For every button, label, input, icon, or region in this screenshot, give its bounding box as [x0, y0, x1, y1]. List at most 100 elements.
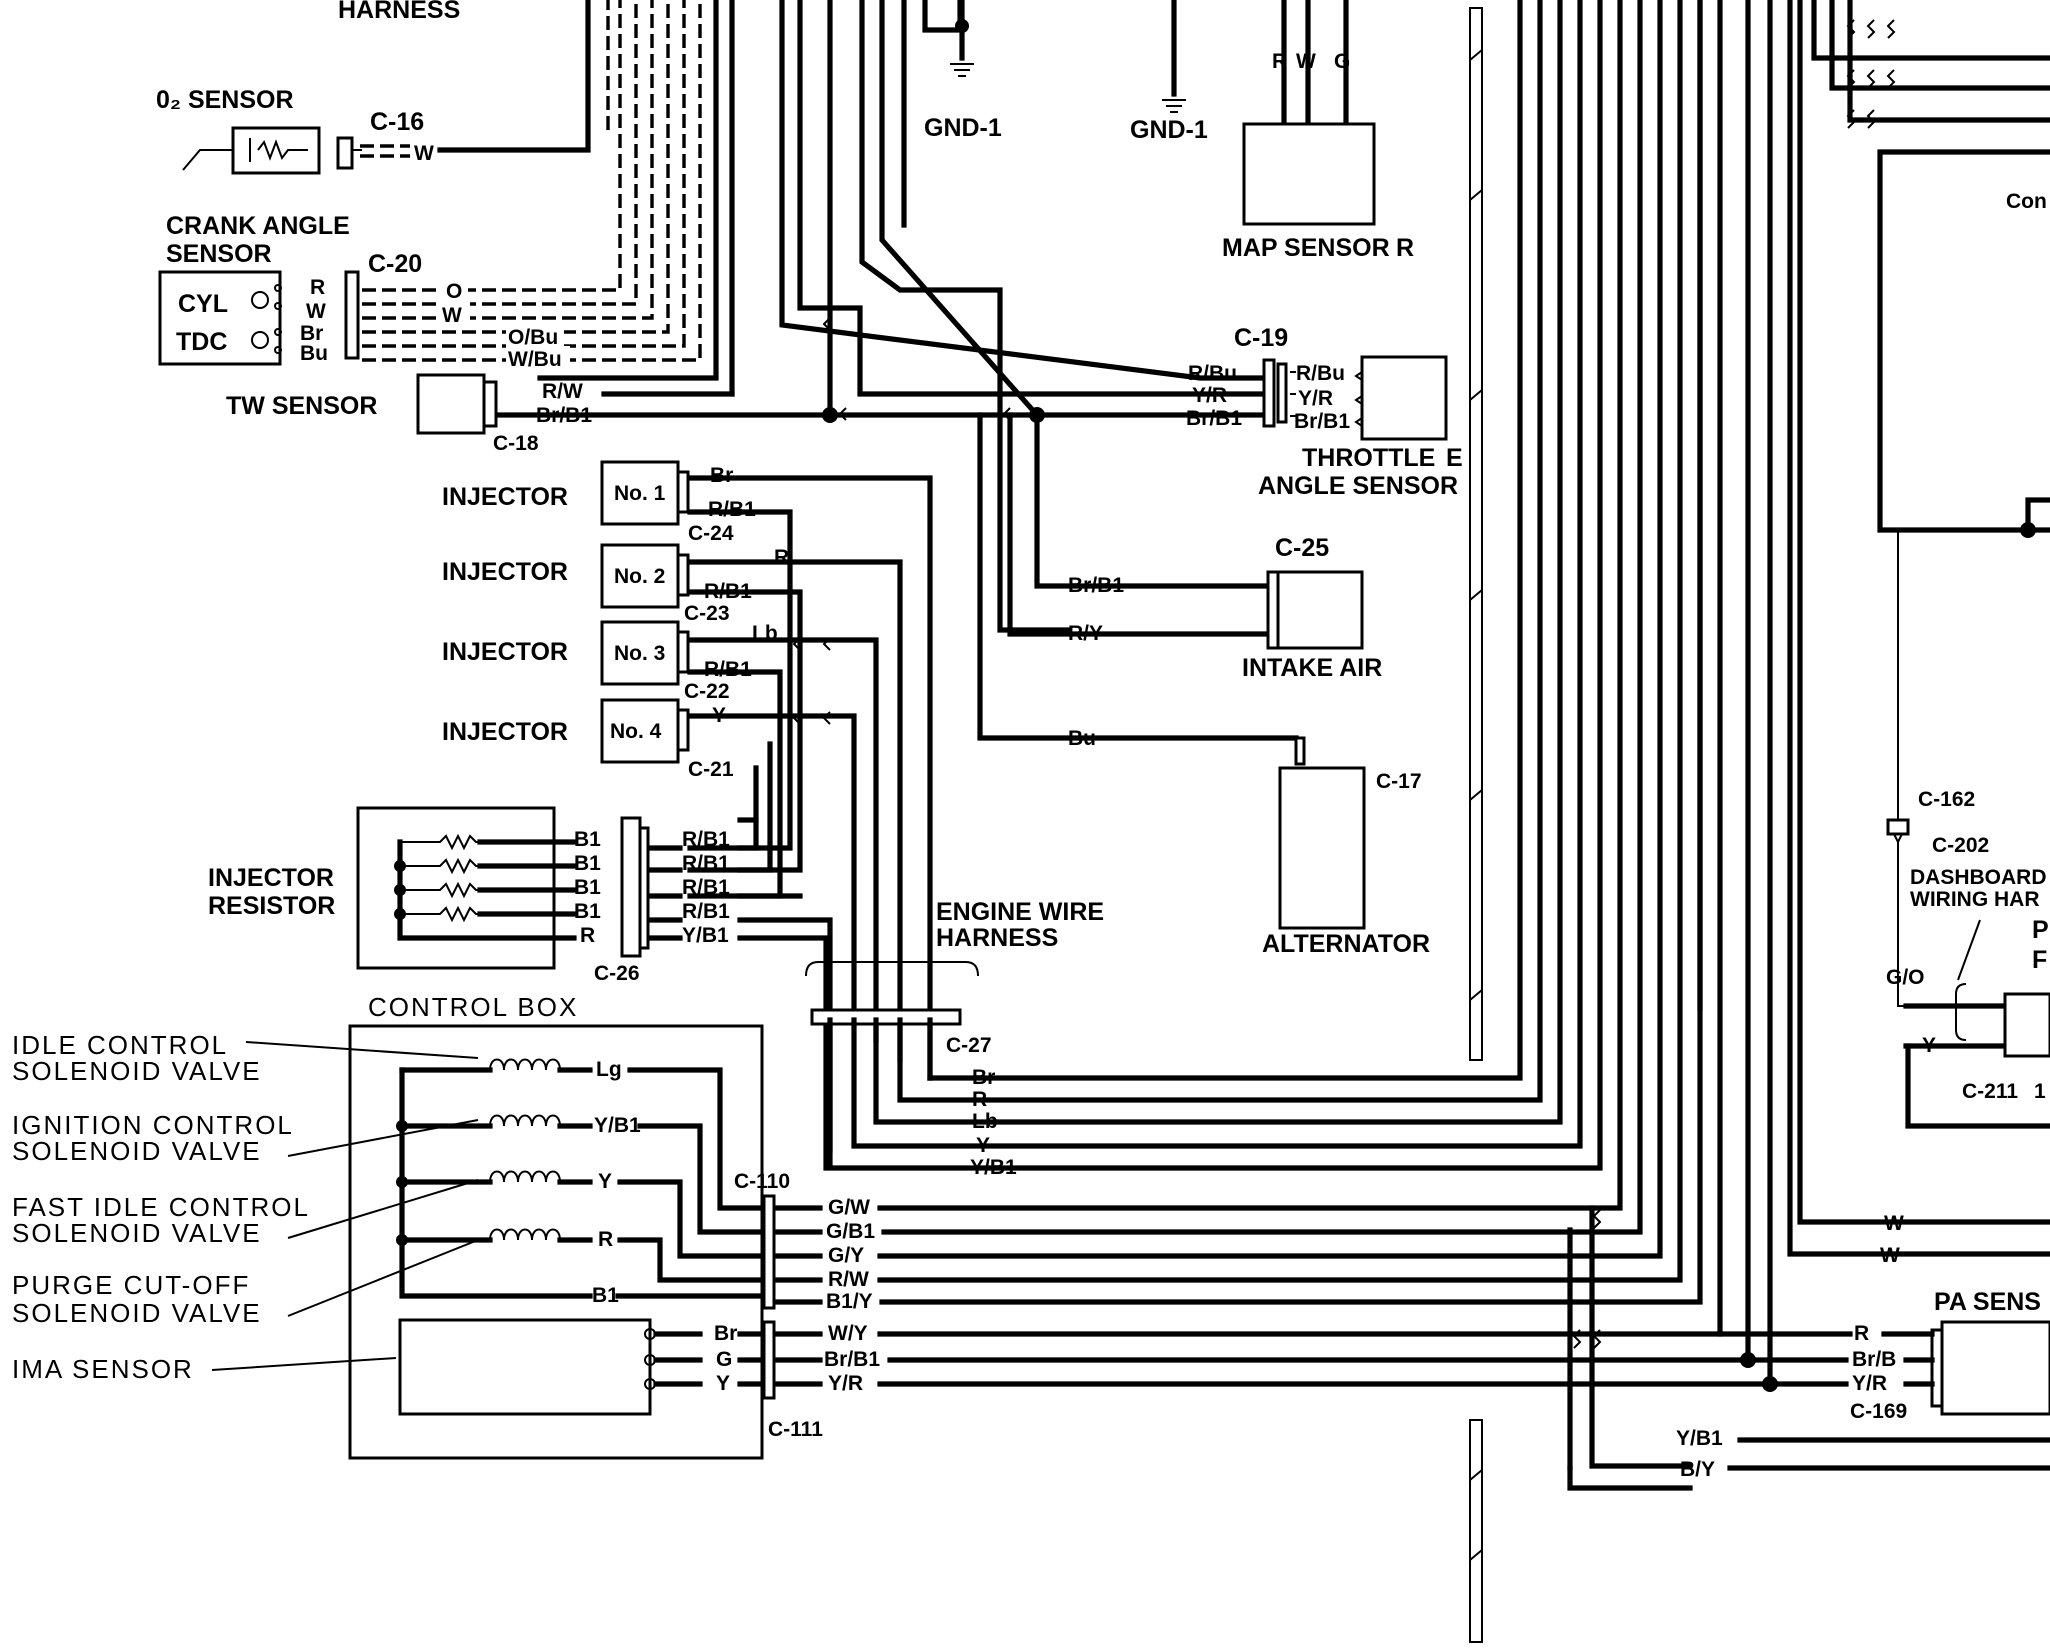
one-partial: 1	[2034, 1080, 2046, 1103]
c110-rw: R/W	[828, 1268, 869, 1291]
purge-callout-2: SOLENOID VALVE	[12, 1298, 262, 1328]
crank-run-wbu: W/Bu	[508, 348, 562, 371]
c18-label: C-18	[493, 432, 539, 455]
c27-out-y: Y	[976, 1134, 990, 1157]
pa-sensor-label: PA SENS	[1934, 1288, 2041, 1316]
thr-right-rbu: R/Bu	[1296, 362, 1345, 385]
ima-callout: IMA SENSOR	[12, 1354, 194, 1384]
pa-pin-brb: Br/B	[1852, 1348, 1896, 1371]
c27-connector	[810, 1008, 962, 1026]
res-left-r: R	[580, 924, 595, 947]
injector-no3-label: No. 3	[614, 642, 665, 665]
page-divider-upper	[1469, 7, 1483, 1061]
c20-label: C-20	[368, 250, 422, 278]
res-right-yb1: Y/B1	[682, 924, 729, 947]
c26-connector	[620, 816, 642, 958]
injector-no2-label: No. 2	[614, 565, 665, 588]
tw-sensor-box	[416, 373, 486, 435]
crank-pins	[251, 284, 282, 354]
idle-callout-1: IDLE CONTROL	[12, 1030, 228, 1060]
tw-wire-rw: R/W	[542, 380, 583, 403]
c110-label: C-110	[734, 1170, 790, 1193]
injector-resistor-label-1: INJECTOR	[208, 864, 334, 892]
inj2-r: R	[774, 546, 789, 569]
sol-y: Y	[598, 1170, 612, 1193]
right-y-label: Y	[1922, 1034, 1936, 1057]
control-box-label: CONTROL BOX	[368, 992, 578, 1022]
injector-label-4: INJECTOR	[442, 718, 568, 746]
c26-label: C-26	[594, 962, 640, 985]
alternator	[1278, 736, 1366, 930]
ima-y: Y	[716, 1372, 730, 1395]
c21-label: C-21	[688, 758, 734, 781]
harness-top-label: HARNESS	[338, 0, 460, 24]
res-right-rb1-2: R/B1	[682, 852, 730, 875]
crank-angle-label-1: CRANK ANGLE	[166, 212, 350, 240]
fast-idle-callout-2: SOLENOID VALVE	[12, 1218, 262, 1248]
c16-label: C-16	[370, 108, 424, 136]
ima-br: Br	[714, 1322, 737, 1345]
o2-sensor	[182, 126, 321, 175]
splice-marks	[792, 19, 1896, 1349]
res-left-b1-1: B1	[574, 828, 601, 851]
c202-label: C-202	[1932, 834, 1989, 857]
c110-b1y: B1/Y	[826, 1290, 873, 1313]
injector-no1	[600, 460, 690, 526]
cyl-label: CYL	[178, 290, 228, 318]
crank-pin-bu: Bu	[300, 342, 328, 365]
throttle-sensor-box	[1360, 355, 1448, 441]
ima-g: G	[716, 1348, 732, 1371]
sol-b1: B1	[592, 1284, 619, 1307]
gnd-1-left-label: GND-1	[924, 114, 1002, 142]
injector-no2	[600, 543, 690, 609]
right-w-1: W	[1884, 1212, 1904, 1235]
crank-run-obu: O/Bu	[508, 326, 558, 349]
o2-wire-w: W	[414, 142, 434, 165]
res-left-b1-4: B1	[574, 900, 601, 923]
ignition-callout-2: SOLENOID VALVE	[12, 1136, 262, 1166]
intake-air-label: INTAKE AIR	[1242, 654, 1382, 682]
injector-no4-label: No. 4	[610, 720, 662, 743]
injector-no3	[600, 620, 690, 686]
c211-label: C-211	[1962, 1080, 2018, 1103]
res-right-rb1-4: R/B1	[682, 900, 730, 923]
engine-wire-harness-label-2: HARNESS	[936, 924, 1058, 952]
map-sensor-label: MAP SENSOR	[1222, 234, 1390, 262]
throttle-label-1: THROTTLE	[1302, 444, 1435, 472]
idle-callout-2: SOLENOID VALVE	[12, 1056, 262, 1086]
sol-lg: Lg	[596, 1058, 622, 1081]
c24-label: C-24	[688, 522, 734, 545]
c16-connector	[336, 136, 362, 170]
c169-label: C-169	[1850, 1400, 1907, 1423]
crank-angle-label-2: SENSOR	[166, 240, 272, 268]
c162-label: C-162	[1918, 788, 1975, 811]
purge-callout-1: PURGE CUT-OFF	[12, 1270, 250, 1300]
crank-pin-w: W	[306, 300, 326, 323]
p-partial: P	[2032, 916, 2049, 944]
c25-label: C-25	[1275, 534, 1329, 562]
intake-ry: R/Y	[1068, 622, 1103, 645]
con-partial: Con	[2006, 190, 2047, 213]
right-w-2: W	[1880, 1244, 1900, 1267]
c17-label: C-17	[1376, 770, 1422, 793]
pa-pin-r: R	[1854, 1322, 1869, 1345]
c19-connector	[1262, 358, 1276, 428]
sol-r: R	[598, 1228, 613, 1251]
bottom-yb1: Y/B1	[1676, 1427, 1723, 1450]
throttle-suffix: E	[1446, 444, 1463, 472]
throttle-label-2: ANGLE SENSOR	[1258, 472, 1458, 500]
c20-connector	[344, 270, 360, 360]
c111-connector	[762, 1320, 776, 1400]
sol-yb1: Y/B1	[594, 1114, 641, 1137]
c23-label: C-23	[684, 602, 730, 625]
tw-sensor-label: TW SENSOR	[226, 392, 377, 420]
res-right-rb1-1: R/B1	[682, 828, 730, 851]
c27-out-r: R	[972, 1088, 987, 1111]
c110-gy: G/Y	[828, 1244, 864, 1267]
injector-no1-label: No. 1	[614, 482, 666, 505]
dashboard-label-2: WIRING HAR	[1910, 888, 2040, 911]
tdc-label: TDC	[176, 328, 227, 356]
thr-left-brb1: Br/B1	[1186, 407, 1242, 430]
f-partial: F	[2032, 946, 2047, 974]
injector-label-3: INJECTOR	[442, 638, 568, 666]
